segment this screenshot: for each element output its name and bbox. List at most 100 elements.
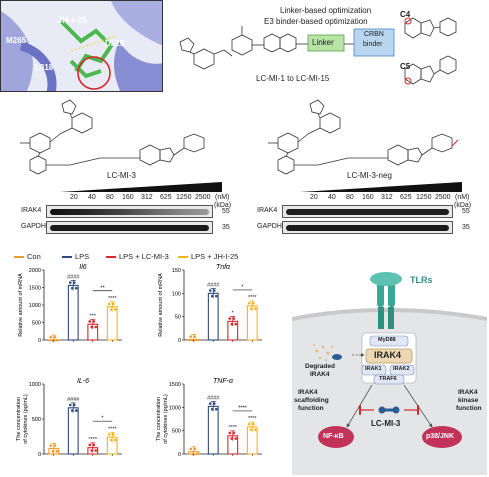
legend-swatch — [14, 256, 24, 258]
bar — [207, 292, 219, 341]
blot-left: 20 40 80 160 312 625 1250 2500 (nM) (kDa… — [0, 182, 240, 238]
traf6-label: TRAF6 — [379, 376, 397, 382]
chart-title: IL-6 — [77, 378, 89, 385]
data-point — [208, 289, 212, 292]
data-point — [210, 294, 214, 298]
data-point — [191, 452, 195, 456]
data-point — [53, 335, 57, 339]
data-point — [109, 308, 113, 311]
blot-band-gapdh — [282, 221, 453, 234]
data-point — [53, 444, 57, 447]
bar — [67, 284, 79, 341]
dose-wedge — [60, 182, 222, 192]
y-axis-label: The concentration — [16, 397, 22, 441]
docking-image — [1, 1, 162, 91]
linker-label: Linker — [312, 38, 334, 47]
data-point — [191, 338, 195, 342]
data-point — [249, 428, 253, 432]
y-axis-label: of cytokines (pg/mL) — [23, 394, 29, 444]
y-tick-label: 0 — [38, 338, 41, 344]
y-axis-label: of cytokines (pg/mL) — [163, 394, 169, 444]
bracket-label: * — [101, 416, 104, 422]
binder-label-2: binder — [363, 41, 383, 48]
blot-row-label: IRAK4 — [257, 207, 278, 214]
y-tick-label: 500 — [172, 429, 181, 435]
data-point — [247, 301, 251, 305]
y-tick-label: 0 — [38, 452, 41, 458]
design-scheme — [179, 17, 457, 85]
blot-right: 20 40 80 160 312 625 1250 2500 (nM) (kDa… — [240, 182, 489, 238]
irak1-label: IRAK1 — [365, 366, 382, 372]
data-point — [111, 433, 115, 436]
residue-label: D329 — [105, 39, 125, 48]
y-tick-label: 100 — [172, 291, 181, 297]
data-point — [193, 447, 197, 451]
legend-label: LPS + LC-MI-3 — [119, 252, 169, 261]
dose-label: 312 — [381, 194, 393, 201]
dose-label: 20 — [70, 194, 78, 201]
y-axis-label: Relative amount of mRNA — [158, 273, 164, 337]
y-tick-label: 0 — [178, 452, 181, 458]
y-tick-label: 1000 — [169, 405, 181, 411]
significance-label: #### — [67, 397, 80, 403]
data-point — [228, 431, 232, 435]
residue-label: L318 — [35, 63, 54, 72]
bar — [207, 405, 219, 455]
data-point — [72, 403, 76, 407]
dose-label: 20 — [310, 194, 318, 201]
data-point — [68, 281, 72, 284]
dose-label: 160 — [122, 194, 134, 201]
data-point — [55, 449, 59, 453]
drug-molecule — [378, 406, 400, 414]
data-point — [210, 407, 214, 411]
data-point — [253, 428, 257, 432]
dose-label: 1250 — [176, 194, 192, 201]
mw-label: 55 — [462, 208, 470, 215]
irak2-label: IRAK2 — [393, 366, 410, 372]
blot-row-label: GAPDH — [21, 223, 46, 230]
significance-label: * — [232, 310, 235, 316]
kinase-label-2: kinase — [458, 397, 479, 404]
bracket-label: * — [241, 284, 244, 290]
data-point — [88, 320, 92, 323]
dose-label: 40 — [328, 194, 336, 201]
docking-panel: JH-I-25 M265 D329 L318 — [0, 0, 163, 92]
y-tick-label: 150 — [172, 268, 181, 274]
compound-label-right: LC-MI-3-neg — [347, 171, 392, 180]
legend: Con LPS LPS + LC-MI-3 LPS + JH-I-25 — [14, 251, 294, 263]
unit-label: (nM) — [215, 194, 230, 201]
dose-label: 312 — [141, 194, 153, 201]
dose-label: 2500 — [195, 194, 211, 201]
data-point — [251, 422, 255, 426]
residue-label: M265 — [6, 36, 27, 45]
binder-label-1: CRBN — [364, 31, 384, 38]
bar — [106, 306, 118, 341]
dose-label: 625 — [160, 194, 172, 201]
blot-row-label: IRAK4 — [21, 207, 42, 214]
chart-title: Tnfα — [216, 264, 231, 271]
dose-label: 40 — [88, 194, 96, 201]
mw-label: 55 — [222, 208, 230, 215]
dose-wedge — [300, 182, 462, 192]
y-tick-label: 500 — [32, 321, 41, 327]
data-point — [72, 281, 76, 284]
data-point — [212, 289, 216, 292]
data-point — [232, 317, 236, 320]
data-point — [251, 301, 255, 305]
data-point — [92, 320, 96, 323]
significance-label: #### — [67, 275, 80, 281]
design-line-1: Linker-based optimization — [280, 6, 372, 15]
data-point — [107, 433, 111, 436]
y-tick-label: 1500 — [29, 286, 41, 292]
legend-label: LPS — [75, 252, 90, 261]
blot-band-gapdh — [46, 221, 213, 234]
y-axis-label: Relative amount of mRNA — [18, 273, 24, 337]
p38-node — [422, 426, 462, 448]
y-tick-label: 1000 — [29, 382, 41, 388]
data-point — [94, 325, 98, 329]
data-point — [90, 449, 94, 452]
data-point — [74, 286, 78, 290]
data-point — [51, 338, 55, 342]
myd88-label: MyD88 — [378, 337, 396, 343]
